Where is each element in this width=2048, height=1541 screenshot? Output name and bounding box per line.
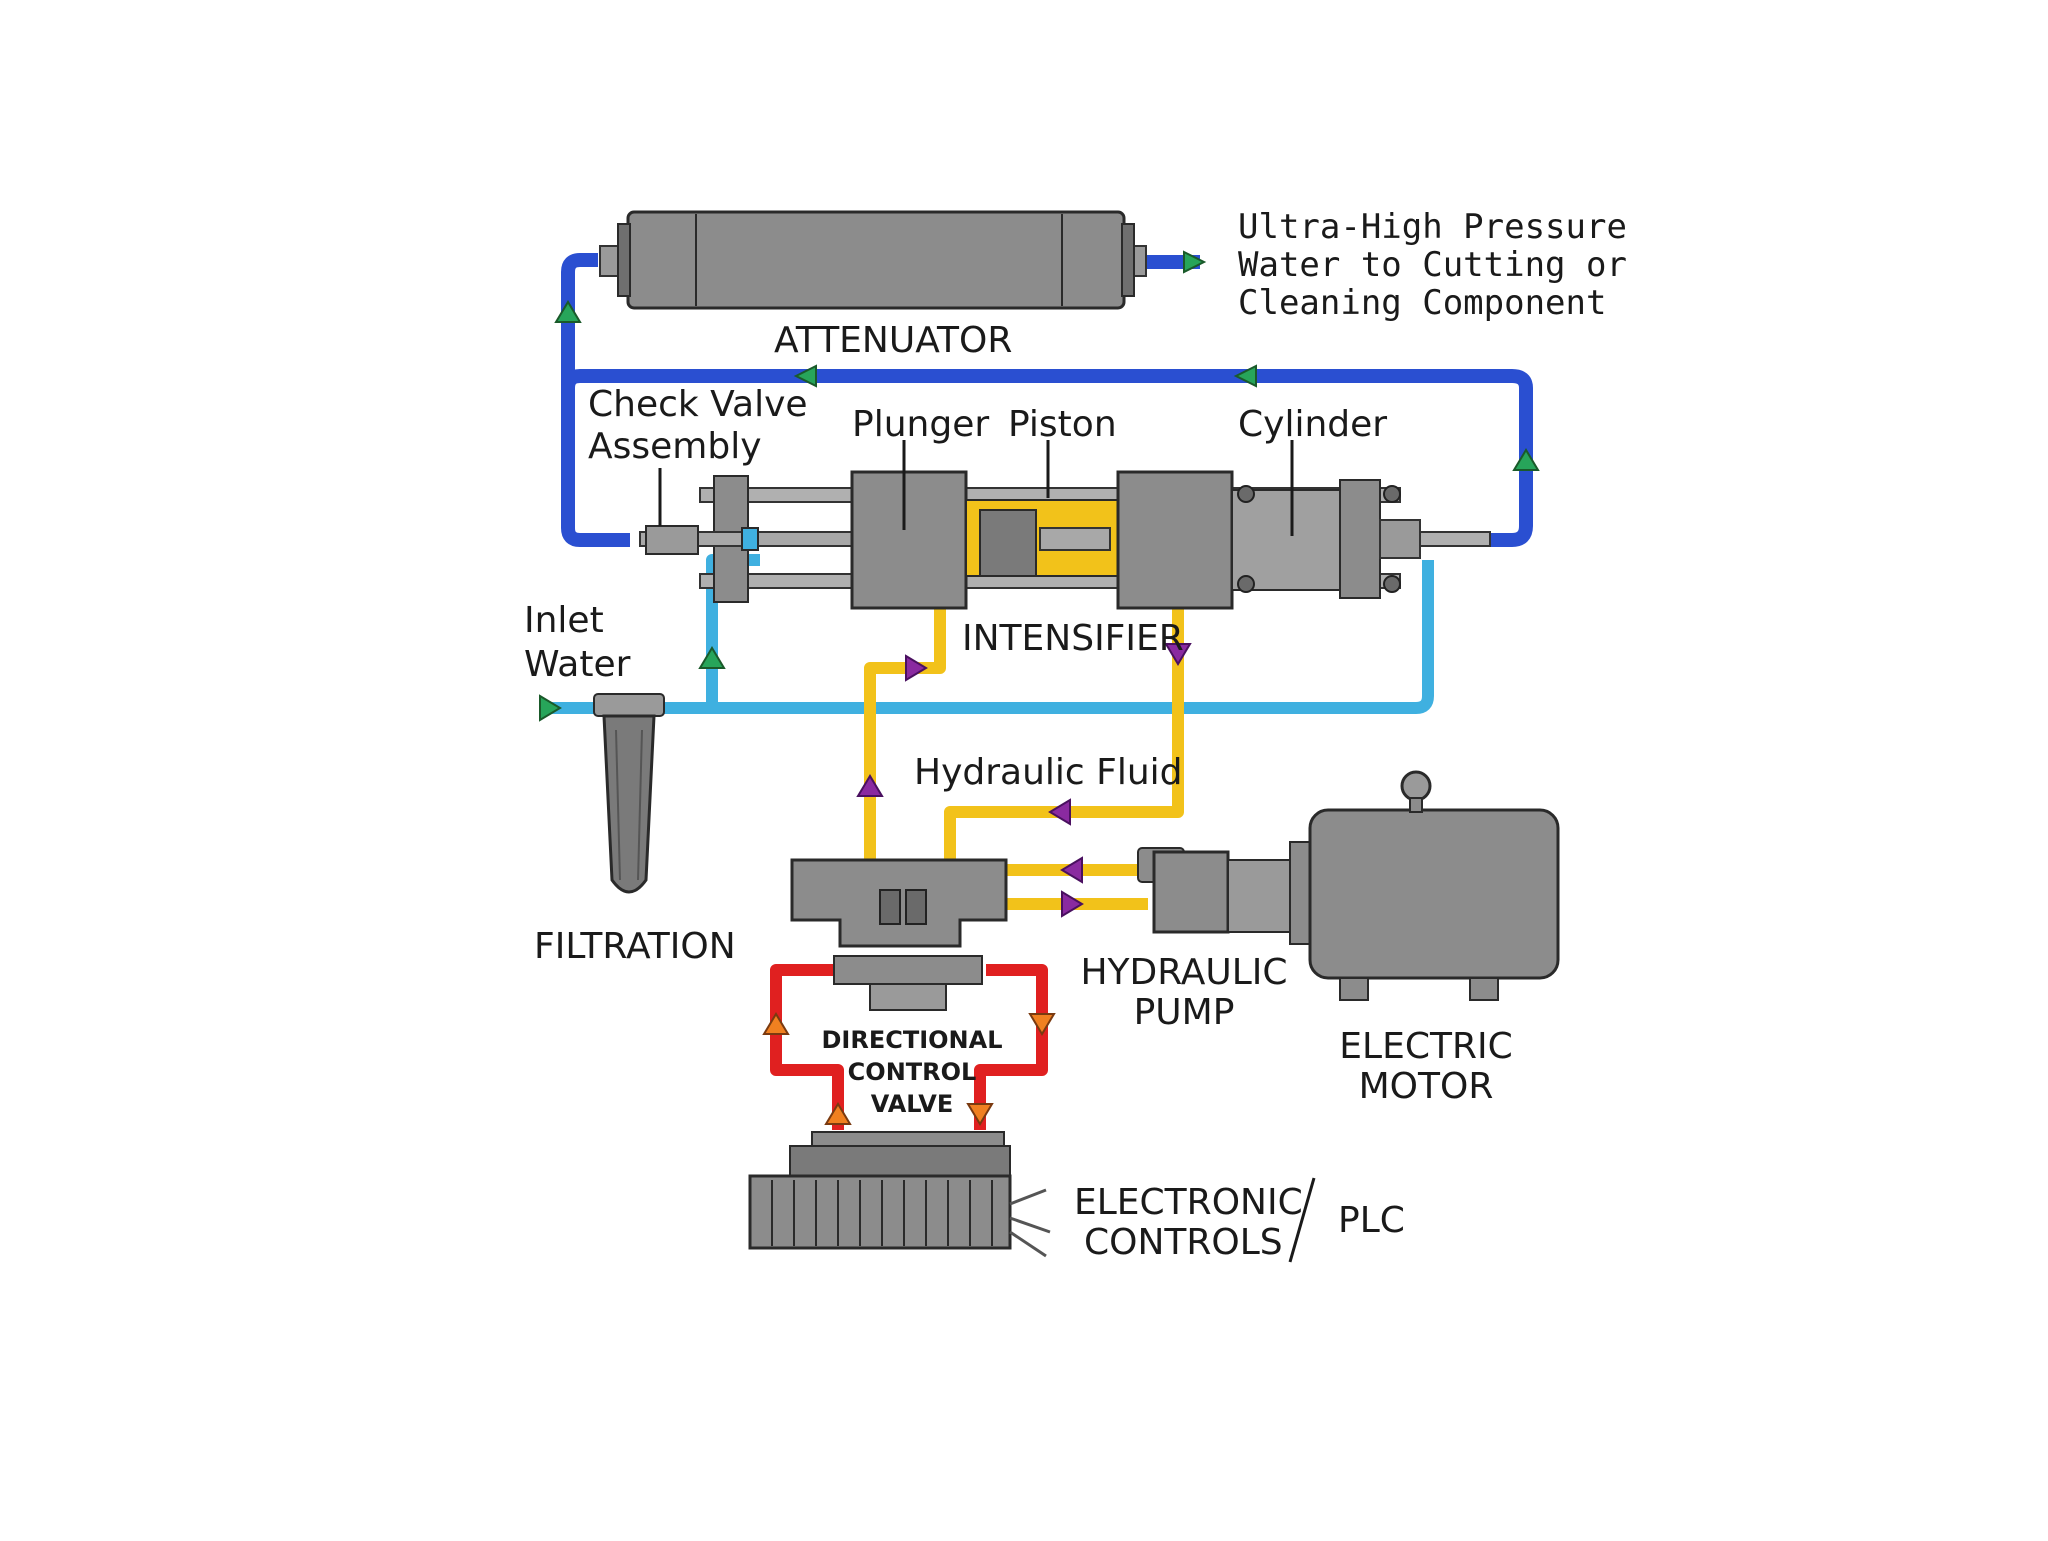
inlet-water-label-line-1: Inlet — [524, 600, 604, 641]
inlet-water-label-line-2: Water — [524, 644, 631, 685]
leader-lines — [658, 440, 1316, 1263]
arrow-hyd-return — [1048, 798, 1071, 826]
electric-motor-label-line-2: MOTOR — [1359, 1066, 1494, 1107]
arrow-water-loop-1 — [793, 364, 817, 388]
arrow-ctrl-left-bottom — [824, 1102, 852, 1125]
attenuator — [599, 210, 1147, 310]
arrow-hyd-right-down — [1164, 643, 1192, 666]
intensifier-label: INTENSIFIER — [962, 618, 1184, 659]
arrow-water-lp-up — [698, 646, 726, 669]
lp-pipe-inlet — [548, 560, 1434, 714]
arrow-hyd-pump-in — [1060, 856, 1083, 884]
attenuator-label: ATTENUATOR — [774, 320, 1012, 361]
output-label-line-1: Ultra-High Pressure — [1238, 207, 1627, 247]
arrow-water-output — [1183, 250, 1207, 274]
arrow-water-loop-2 — [1233, 364, 1257, 388]
arrow-ctrl-right-bottom — [966, 1103, 994, 1126]
arrow-hyd-left-right — [905, 654, 928, 682]
dcv-label-line-1: DIRECTIONAL — [822, 1026, 1003, 1054]
electric-motor-label-line-1: ELECTRIC — [1339, 1026, 1512, 1067]
arrow-water-right-up — [1512, 448, 1540, 471]
filtration-unit — [593, 693, 665, 894]
hp-pipe-return-loop — [561, 369, 1533, 547]
electronic-controls-unit — [748, 1131, 1051, 1258]
intensifier — [639, 470, 1491, 610]
control-circuit-pipes — [770, 964, 1048, 1130]
check-valve-assembly — [645, 525, 759, 555]
plunger-label: Plunger — [852, 404, 989, 445]
arrow-water-up-left — [554, 300, 582, 323]
arrow-water-inlet — [539, 694, 562, 722]
filtration-label: FILTRATION — [534, 926, 736, 967]
arrow-hyd-left-up — [856, 774, 884, 797]
plc-label: PLC — [1338, 1200, 1405, 1241]
hydraulic-pump-label-line-2: PUMP — [1134, 992, 1235, 1033]
dcv-label-line-3: VALVE — [871, 1090, 953, 1118]
cylinder-label: Cylinder — [1238, 404, 1387, 445]
flow-arrows — [539, 250, 1540, 1126]
hydraulic-pump-label-line-1: HYDRAULIC — [1080, 952, 1287, 993]
electric-motor — [1289, 770, 1560, 1001]
check-valve-label-line-1: Check Valve — [588, 384, 808, 425]
dcv-label-line-2: CONTROL — [848, 1058, 977, 1086]
electronic-controls-label-line-1: ELECTRONIC — [1074, 1182, 1303, 1223]
hp-pipe-to-attenuator — [561, 253, 630, 547]
output-label-line-3: Cleaning Component — [1238, 283, 1606, 323]
arrow-ctrl-left-up — [762, 1012, 790, 1035]
check-valve-label-line-2: Assembly — [588, 426, 762, 467]
ctrl-pipe-left — [770, 964, 844, 1130]
output-label: Ultra-High Pressure Water to Cutting or … — [1238, 207, 1627, 323]
piston-label: Piston — [1008, 404, 1117, 445]
hydraulic-fluid-label: Hydraulic Fluid — [914, 752, 1183, 793]
ctrl-pipe-right — [974, 964, 1048, 1130]
directional-control-valve — [790, 858, 1008, 1011]
arrow-ctrl-right-down — [1028, 1013, 1056, 1036]
output-label-line-2: Water to Cutting or — [1238, 245, 1627, 285]
hydraulic-pump — [1137, 847, 1291, 934]
arrow-hyd-pump-out — [1061, 890, 1084, 918]
electronic-controls-label-line-2: CONTROLS — [1084, 1222, 1283, 1263]
